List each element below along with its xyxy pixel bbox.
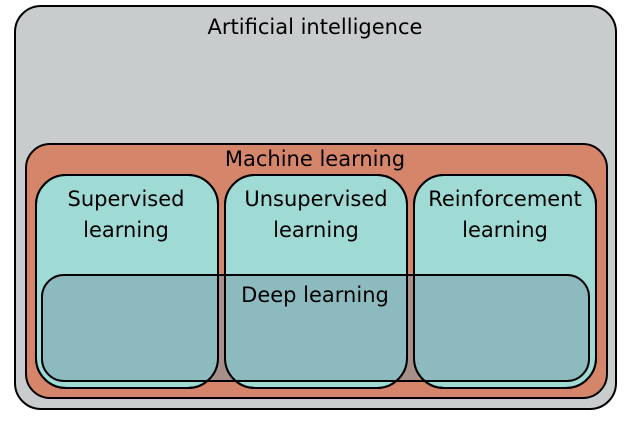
unsupervised-label-line2: learning [273,218,359,242]
reinforcement-label-line1: Reinforcement [428,187,582,211]
dl-box [41,274,590,382]
unsupervised-outline [224,174,408,389]
dl-region: Deep learning [41,274,590,382]
dl-label: Deep learning [241,283,389,307]
ai-label: Artificial intelligence [208,15,423,39]
supervised-outline [35,174,219,389]
supervised-label-line1: Supervised [68,187,185,211]
subfield-outlines [35,174,597,389]
reinforcement-label-line2: learning [462,218,548,242]
supervised-label-line2: learning [83,218,169,242]
reinforcement-outline [413,174,597,389]
ml-label: Machine learning [225,147,405,171]
unsupervised-label-line1: Unsupervised [244,187,387,211]
